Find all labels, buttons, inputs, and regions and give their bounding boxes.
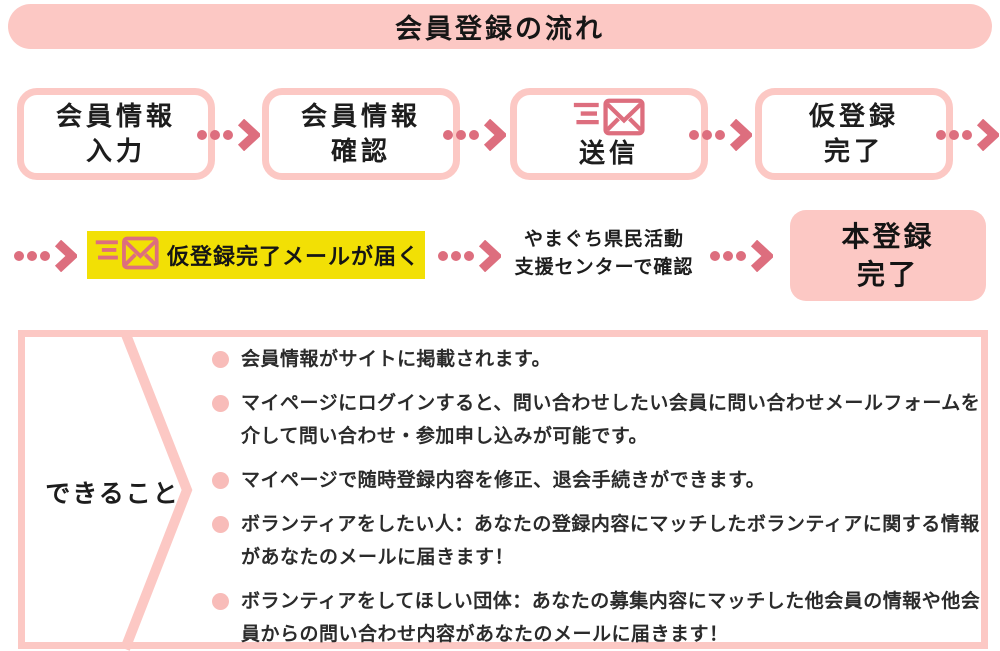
support-center-note-line: やまぐち県民活動 <box>523 229 684 250</box>
flow-arrow-icon <box>14 240 77 272</box>
list-item-text: ボランティアをしたい人：あなたの登録内容にマッチしたボランティアに関する情報があ… <box>241 514 980 568</box>
list-item-text: 会員情報がサイトに掲載されます。 <box>241 349 552 370</box>
support-center-note-line: 支援センターで確認 <box>514 257 694 278</box>
page-title-banner: 会員登録の流れ <box>8 4 992 49</box>
capabilities-label: できること <box>45 480 180 508</box>
bullet-icon <box>212 516 229 533</box>
support-center-note: やまぐち県民活動 支援センターで確認 <box>498 226 710 282</box>
bullet-icon <box>212 472 229 489</box>
step-label: 完了 <box>823 136 884 166</box>
email-notice-text: 仮登録完了メールが届く <box>167 244 421 269</box>
chevron-divider <box>120 330 193 651</box>
send-mail-icon <box>573 98 645 136</box>
step-temp-registration-complete: 仮登録 完了 <box>755 88 953 180</box>
list-item-text: マイページで随時登録内容を修正、退会手続きができます。 <box>241 470 766 491</box>
list-item: マイページで随時登録内容を修正、退会手続きができます。 <box>212 464 990 497</box>
list-item: ボランティアをしたい人：あなたの登録内容にマッチしたボランティアに関する情報があ… <box>212 508 990 574</box>
step-label: 本登録 <box>841 220 935 252</box>
step-label: 仮登録 <box>808 101 899 131</box>
step-label: 完了 <box>856 258 919 290</box>
step-label: 会員情報 <box>55 101 176 131</box>
temp-registration-email-notice: 仮登録完了メールが届く <box>87 231 425 279</box>
list-item-text: ボランティアをしてほしい団体：あなたの募集内容にマッチした他会員の情報や他会員か… <box>241 591 981 645</box>
flow-arrow-icon <box>689 119 752 151</box>
send-mail-icon <box>95 236 159 275</box>
flow-arrow-icon <box>936 119 999 151</box>
capabilities-section <box>18 330 988 649</box>
step-member-info-confirm: 会員情報 確認 <box>262 88 460 180</box>
step-final-registration-complete: 本登録 完了 <box>790 210 986 301</box>
list-item: 会員情報がサイトに掲載されます。 <box>212 343 990 376</box>
bullet-icon <box>212 593 229 610</box>
step-label: 確認 <box>330 136 391 166</box>
step-label: 会員情報 <box>300 101 421 131</box>
flow-arrow-icon <box>443 119 506 151</box>
capabilities-list: 会員情報がサイトに掲載されます。 マイページにログインすると、問い合わせしたい会… <box>212 343 990 651</box>
bullet-icon <box>212 351 229 368</box>
list-item-text: マイページにログインすると、問い合わせしたい会員に問い合わせメールフォームを介し… <box>241 393 981 447</box>
bullet-icon <box>212 395 229 412</box>
step-label: 送信 <box>578 137 639 168</box>
list-item: ボランティアをしてほしい団体：あなたの募集内容にマッチした他会員の情報や他会員か… <box>212 585 990 651</box>
flow-arrow-icon <box>438 240 501 272</box>
flow-arrow-icon <box>197 119 260 151</box>
page-title: 会員登録の流れ <box>395 14 605 44</box>
list-item: マイページにログインすると、問い合わせしたい会員に問い合わせメールフォームを介し… <box>212 387 990 453</box>
step-label: 入力 <box>85 136 146 166</box>
flow-arrow-icon <box>710 240 773 272</box>
step-member-info-input: 会員情報 入力 <box>17 88 215 180</box>
step-send: 送信 <box>510 88 708 180</box>
